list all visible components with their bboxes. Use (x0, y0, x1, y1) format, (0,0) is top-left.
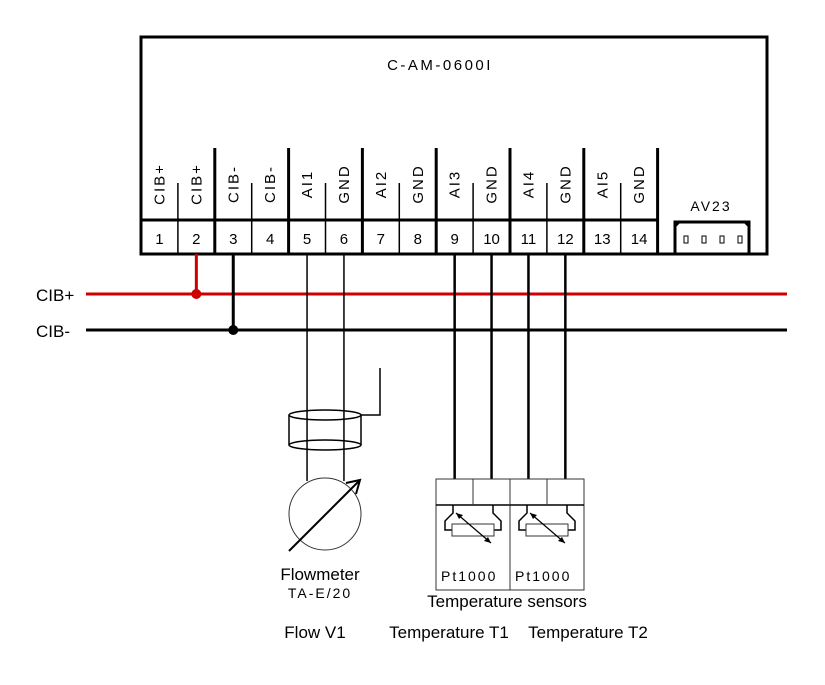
terminal-6: GND 6 (336, 164, 353, 248)
terminal-number: 5 (303, 231, 311, 248)
terminal-14: GND 14 (631, 164, 648, 248)
terminal-3: CIB- 3 (225, 165, 242, 248)
terminal-12: GND 12 (557, 164, 574, 248)
flowmeter-model: TA-E/20 (288, 585, 352, 601)
flowmeter-caption: Flow V1 (284, 623, 345, 642)
bus-minus-junction (228, 325, 239, 335)
terminal-number: 14 (631, 231, 648, 248)
av23-connector: AV23 (673, 198, 751, 254)
terminal-label: GND (336, 164, 353, 203)
terminal-13: AI5 13 (594, 170, 611, 248)
terminal-8: GND 8 (410, 164, 427, 248)
terminal-number: 10 (483, 231, 500, 248)
cib-bus: CIB+ CIB- (36, 254, 787, 341)
terminal-label: AI5 (594, 170, 611, 199)
connector-pin (737, 235, 743, 244)
terminal-7: AI2 7 (373, 170, 390, 248)
terminal-9: AI3 9 (447, 170, 464, 248)
module-c-am-0600i: C-AM-0600I CIB+ 1 CIB+ 2 CIB- 3 CIB- 4 AI1 5 GND 6 A… (139, 35, 769, 256)
terminal-4: CIB- 4 (262, 165, 279, 248)
sensor-type: Pt1000 (515, 568, 571, 584)
terminal-label: CIB+ (188, 163, 205, 205)
terminal-number: 12 (557, 231, 574, 248)
terminal-label: CIB- (262, 165, 279, 203)
terminal-11: AI4 11 (520, 170, 537, 248)
terminal-label: AI3 (447, 170, 464, 199)
thermistor-icon (444, 505, 502, 544)
temperature-t1-caption: Temperature T1 (389, 623, 509, 642)
temperature-sensor-wires (453, 254, 567, 479)
terminal-label: GND (410, 164, 427, 203)
terminal-number: 3 (229, 231, 237, 248)
flowmeter-name: Flowmeter (280, 565, 360, 584)
sensor-blocks: Pt1000 Pt1000 (435, 478, 585, 591)
terminal-number: 11 (521, 231, 537, 248)
terminal-2: CIB+ 2 (188, 163, 205, 248)
terminal-number: 2 (192, 231, 200, 248)
connector-housing (673, 220, 751, 254)
terminal-number: 9 (450, 231, 458, 248)
terminal-label: GND (484, 164, 501, 203)
cable-shield-icon (288, 368, 381, 451)
connector-pin (719, 235, 725, 244)
connector-label: AV23 (690, 198, 731, 214)
terminal-number: 7 (377, 231, 385, 248)
sensor-type: Pt1000 (441, 568, 497, 584)
terminal-1: CIB+ 1 (151, 163, 168, 248)
terminal-number: 4 (266, 231, 274, 248)
terminal-label: CIB- (225, 165, 242, 203)
bus-plus-label: CIB+ (36, 286, 74, 305)
connector-pin (683, 235, 689, 244)
module-title: C-AM-0600I (387, 57, 493, 74)
connector-pins (683, 235, 743, 244)
temperature-sensors: Pt1000 Pt1000 Temperature sensors Tempera… (389, 254, 648, 642)
terminal-label: GND (631, 164, 648, 203)
terminal-label: AI4 (520, 170, 537, 199)
flowmeter-symbol-icon (288, 477, 362, 552)
terminal-label: AI1 (299, 170, 316, 199)
terminal-label: GND (557, 164, 574, 203)
terminal-strip: CIB+ 1 CIB+ 2 CIB- 3 CIB- 4 AI1 5 GND 6 AI2 7 GND 8 AI3 9… (141, 148, 660, 254)
bus-plus-junction (191, 289, 202, 299)
terminal-10: GND 10 (483, 164, 500, 248)
terminal-number: 6 (340, 231, 348, 248)
terminal-5: AI1 5 (299, 170, 316, 248)
pt1000-sensor-1: Pt1000 (435, 478, 511, 591)
terminal-number: 8 (414, 231, 422, 248)
flowmeter: Flowmeter TA-E/20 Flow V1 (280, 254, 381, 642)
terminal-number: 13 (594, 231, 611, 248)
temperature-sensors-label: Temperature sensors (427, 592, 587, 611)
terminal-label: CIB+ (151, 163, 168, 205)
terminal-number: 1 (155, 231, 163, 248)
temperature-t2-caption: Temperature T2 (528, 623, 648, 642)
connector-pin (701, 235, 707, 244)
bus-minus-label: CIB- (36, 322, 70, 341)
thermistor-icon (518, 505, 576, 544)
pt1000-sensor-2: Pt1000 (509, 478, 585, 591)
terminal-label: AI2 (373, 170, 390, 199)
